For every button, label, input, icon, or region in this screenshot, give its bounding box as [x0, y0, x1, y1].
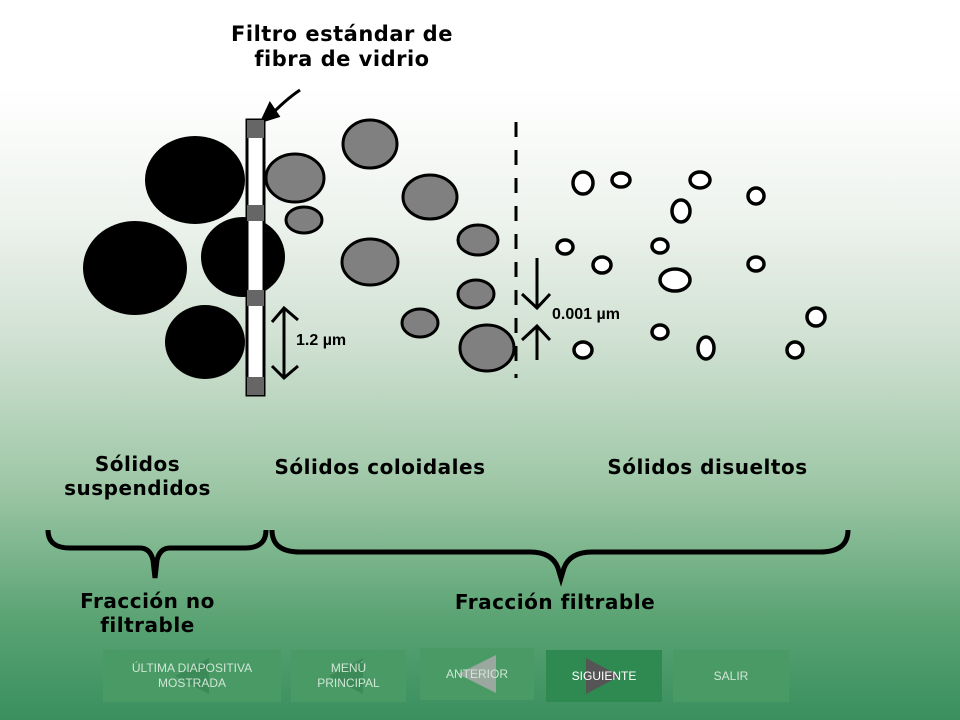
colloidal-particle: [456, 278, 496, 310]
colloidal-particle: [340, 237, 400, 287]
colloidal-particle: [458, 323, 516, 373]
category-dissolved: Sólidos disueltos: [607, 455, 808, 479]
main-menu-button[interactable]: MENÚ PRINCIPAL: [291, 650, 406, 702]
dissolved-particles: [555, 170, 827, 361]
dissolved-particle: [746, 186, 766, 206]
exit-label: SALIR: [713, 668, 749, 683]
suspended-particle: [165, 305, 245, 379]
dissolved-particle: [572, 340, 594, 360]
last-slide-icon: [175, 658, 209, 694]
suspended-particle: [201, 217, 285, 297]
filter-pointer-arrow: [259, 88, 301, 124]
dissolved-particle: [591, 255, 613, 275]
colloidal-particle: [284, 205, 324, 235]
category-colloidal: Sólidos coloidales: [274, 455, 486, 479]
filter-title: Filtro estándar de fibra de vidrio: [231, 22, 453, 72]
exit-button[interactable]: SALIR: [673, 650, 789, 702]
main-menu-label: MENÚ PRINCIPAL: [317, 661, 380, 690]
colloidal-particle: [456, 223, 500, 257]
dissolved-particle: [555, 238, 575, 256]
fraction-filtrable: Fracción filtrable: [454, 590, 656, 614]
colloidal-particle: [341, 118, 399, 170]
dissolved-particle: [785, 340, 805, 360]
dissolved-particle: [696, 335, 716, 361]
previous-arrow-icon: [458, 655, 496, 693]
last-slide-label: ÚLTIMA DIAPOSITIVA MOSTRADA: [131, 661, 253, 690]
brace-filtrable: [269, 529, 851, 587]
next-arrow-icon: [586, 658, 620, 694]
dissolved-particle: [658, 267, 692, 293]
colloidal-particle: [401, 173, 459, 221]
next-label: SIGUIENTE: [571, 668, 637, 683]
next-button[interactable]: SIGUIENTE: [546, 650, 662, 702]
previous-label: ANTERIOR: [445, 666, 508, 681]
last-slide-button[interactable]: ÚLTIMA DIAPOSITIVA MOSTRADA: [103, 650, 281, 702]
suspended-particle: [83, 221, 187, 315]
suspended-particles: [83, 136, 285, 379]
colloidal-particle: [400, 307, 440, 339]
dissolved-particle: [650, 323, 670, 341]
category-suspended: Sólidos suspendidos: [64, 452, 211, 500]
measure-label-small: 0.001 µm: [552, 306, 620, 323]
previous-button[interactable]: ANTERIOR: [420, 648, 534, 700]
dissolved-particle: [688, 170, 712, 190]
glass-fiber-filter: [245, 118, 266, 397]
brace-nonfiltrable: [45, 529, 269, 579]
colloidal-particle: [264, 152, 326, 204]
main-menu-icon: [329, 658, 363, 694]
dissolved-particle: [610, 171, 632, 189]
suspended-particle: [145, 136, 245, 224]
measure-label-large: 1.2 µm: [296, 332, 347, 349]
colloidal-particles: [264, 118, 516, 373]
dissolved-particle: [670, 198, 692, 224]
fraction-nonfiltrable: Fracción no filtrable: [80, 589, 215, 637]
dissolved-particle: [650, 237, 670, 255]
measure-arrow-large: [270, 305, 299, 381]
dissolved-particle: [746, 255, 766, 273]
dissolved-particle: [571, 170, 595, 196]
measure-arrow-small: [520, 258, 552, 360]
dissolved-particle: [805, 306, 827, 328]
